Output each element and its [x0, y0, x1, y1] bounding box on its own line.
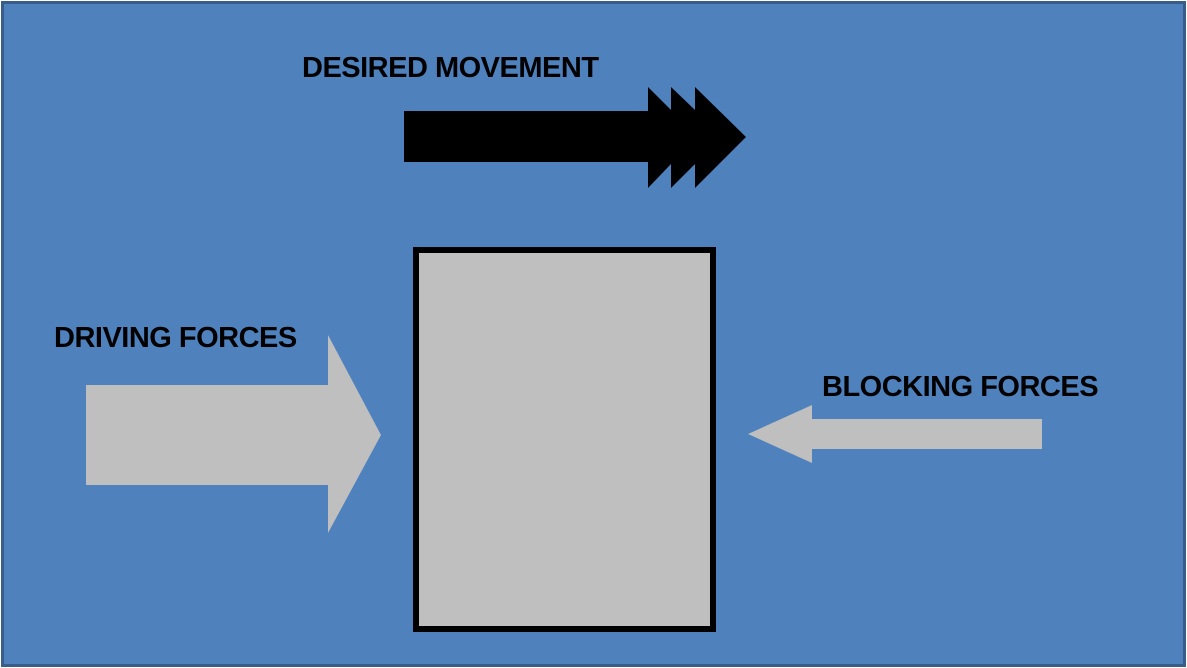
driving-forces-label: DRIVING FORCES: [54, 322, 297, 354]
blocking-forces-label: BLOCKING FORCES: [822, 371, 1099, 403]
desired-movement-label: DESIRED MOVEMENT: [302, 52, 599, 84]
desired-movement-arrow: [404, 87, 746, 188]
blocking-forces-arrow: [748, 405, 1042, 463]
driving-forces-arrow: [86, 335, 381, 533]
change-object-box: [413, 247, 716, 632]
